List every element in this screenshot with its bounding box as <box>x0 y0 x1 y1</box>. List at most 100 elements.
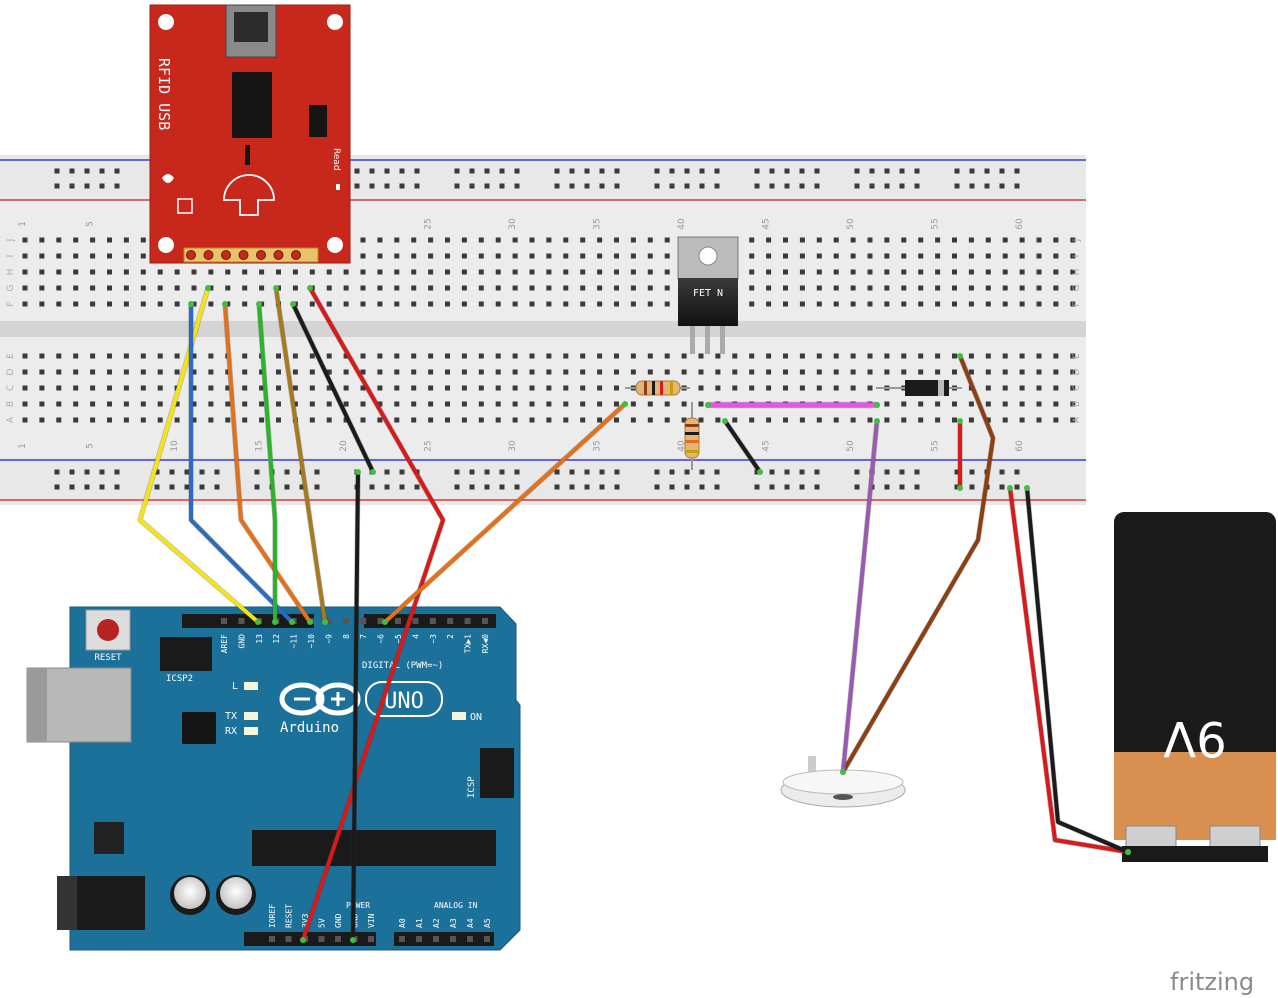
hole <box>935 369 941 375</box>
hole <box>73 253 79 259</box>
hole <box>529 237 535 243</box>
hole <box>184 469 190 475</box>
hole <box>360 385 366 391</box>
hole <box>414 183 420 189</box>
hole <box>56 285 62 291</box>
hole <box>546 253 552 259</box>
digital-pin-label: GND <box>237 634 246 649</box>
hole <box>816 417 822 423</box>
hole <box>1053 253 1059 259</box>
digital-header-left <box>182 614 314 628</box>
hole <box>1019 237 1025 243</box>
column-number: 55 <box>931 218 941 229</box>
hole <box>214 484 220 490</box>
hole <box>833 253 839 259</box>
hole <box>174 301 180 307</box>
wire-endpoint <box>355 469 361 475</box>
hole <box>732 369 738 375</box>
hole <box>833 237 839 243</box>
hole <box>969 168 975 174</box>
socket-outline <box>223 174 275 216</box>
hole <box>199 484 205 490</box>
hole <box>56 417 62 423</box>
hole <box>766 253 772 259</box>
hole <box>580 253 586 259</box>
hole <box>614 285 619 291</box>
hole <box>114 469 120 475</box>
column-number: 45 <box>762 440 772 451</box>
column-number: 35 <box>593 440 603 451</box>
hole <box>184 484 190 490</box>
hole <box>56 385 62 391</box>
row-letter: J <box>6 239 16 243</box>
icsp2-header <box>160 637 212 671</box>
hole <box>969 469 975 475</box>
wire-endpoint <box>1024 485 1030 491</box>
hole <box>259 401 265 407</box>
hole <box>1070 237 1076 243</box>
digital-label: DIGITAL (PWM=~) <box>362 661 443 671</box>
hole <box>1053 401 1059 407</box>
hole <box>749 237 755 243</box>
header-socket <box>325 618 332 624</box>
hole <box>684 183 690 189</box>
hole <box>869 168 875 174</box>
hole <box>114 168 120 174</box>
hole <box>69 168 75 174</box>
header-socket <box>433 936 439 942</box>
hole <box>56 369 62 375</box>
hole <box>512 269 518 275</box>
hole <box>918 269 924 275</box>
hole <box>529 385 535 391</box>
hole <box>495 253 501 259</box>
hole <box>428 269 434 275</box>
hole <box>630 417 636 423</box>
hole <box>174 353 180 359</box>
hole <box>630 269 636 275</box>
usb-chip <box>182 712 216 744</box>
hole <box>140 237 146 243</box>
hole <box>399 484 405 490</box>
hole <box>654 484 660 490</box>
hole <box>445 417 450 423</box>
hole <box>984 168 990 174</box>
icsp-label: ICSP <box>467 776 477 798</box>
hole <box>478 253 484 259</box>
row-letter: G <box>1072 284 1082 291</box>
hole <box>529 369 535 375</box>
hole <box>816 301 822 307</box>
hole <box>154 469 160 475</box>
hole <box>1036 301 1042 307</box>
resistor-band <box>685 440 699 443</box>
hole <box>22 269 28 275</box>
header-socket <box>482 618 488 624</box>
hole <box>191 401 197 407</box>
hole <box>681 369 687 375</box>
hole <box>107 417 112 423</box>
hole <box>360 269 366 275</box>
hole <box>816 369 822 375</box>
fet-label: FET N <box>693 288 723 299</box>
hole <box>326 301 332 307</box>
hole <box>647 353 653 359</box>
hole <box>985 269 991 275</box>
hole <box>1002 369 1008 375</box>
wire-endpoint <box>350 937 356 943</box>
hole <box>1070 301 1076 307</box>
hole <box>154 484 160 490</box>
reset-button-cap[interactable] <box>97 619 119 641</box>
column-number: 10 <box>170 440 180 452</box>
hole <box>1002 253 1008 259</box>
hole <box>90 401 96 407</box>
hole <box>766 285 772 291</box>
hole <box>569 484 575 490</box>
hole <box>22 369 28 375</box>
resistor-band <box>685 424 699 427</box>
hole <box>411 269 417 275</box>
hole <box>799 301 805 307</box>
header-socket <box>450 936 456 942</box>
hole <box>343 301 349 307</box>
hole <box>1014 469 1020 475</box>
hole <box>90 301 96 307</box>
hole <box>123 369 129 375</box>
